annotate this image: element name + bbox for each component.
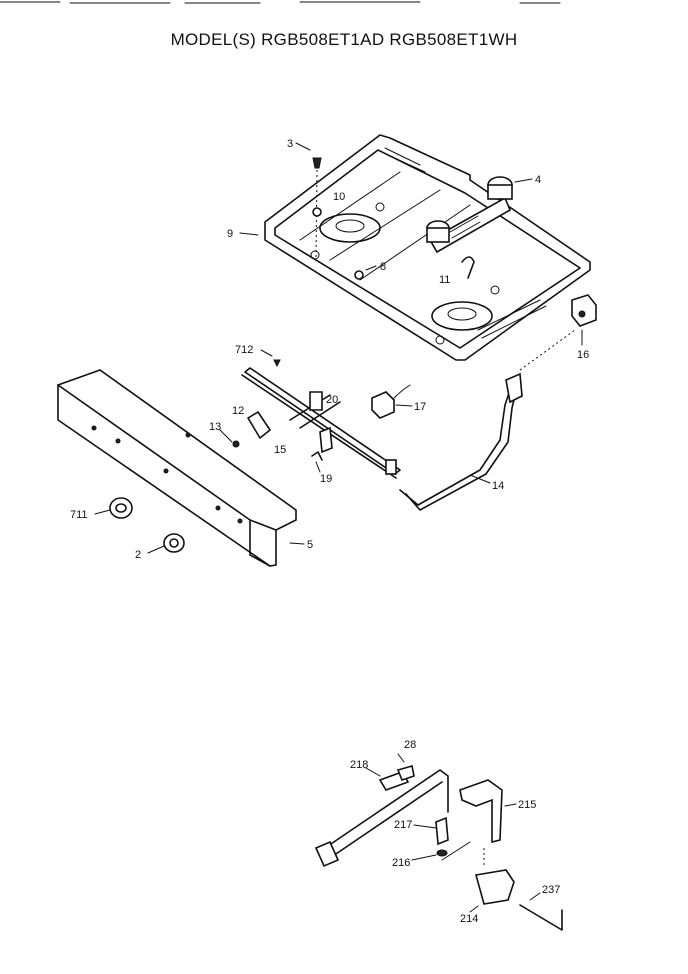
burner-box: [264, 134, 591, 361]
callout-215: 215: [518, 799, 536, 811]
callout-12: 12: [232, 405, 244, 417]
callout-28: 28: [404, 739, 416, 751]
diagram-title: MODEL(S) RGB508ET1AD RGB508ET1WH: [170, 30, 518, 49]
callout-218: 218: [350, 759, 368, 771]
callout-217: 217: [394, 819, 412, 831]
igniter-assembly: [426, 176, 513, 254]
gas-tube: [399, 329, 576, 511]
callout-10: 10: [333, 191, 345, 203]
callout-8: 8: [380, 261, 386, 273]
callout-216: 216: [392, 857, 410, 869]
callout-3: 3: [287, 138, 293, 150]
box-small-parts: [312, 157, 597, 327]
callout-2: 2: [135, 549, 141, 561]
callout-237: 237: [542, 884, 560, 896]
callout-5: 5: [307, 539, 313, 551]
callout-711: 711: [70, 509, 88, 521]
callout-20: 20: [326, 394, 338, 406]
callout-13: 13: [209, 421, 221, 433]
callout-14: 14: [492, 480, 504, 492]
knob-parts: [109, 497, 185, 553]
scan-edge-marks: [0, 1, 561, 4]
callout-9: 9: [227, 228, 233, 240]
callout-16: 16: [577, 349, 589, 361]
manifold-pipe: [232, 359, 411, 479]
callout-4: 4: [535, 174, 541, 186]
callout-712: 712: [235, 344, 253, 356]
callout-labels: 3 4 10 9 8 11 16 712 20 17 12 13 15 19 1…: [70, 138, 589, 925]
callout-17: 17: [414, 401, 426, 413]
callout-15: 15: [274, 444, 286, 456]
callout-214: 214: [460, 913, 478, 925]
lower-assembly: [314, 764, 563, 931]
callout-19: 19: [320, 473, 332, 485]
callout-11: 11: [439, 274, 450, 286]
front-panel: [57, 369, 297, 567]
